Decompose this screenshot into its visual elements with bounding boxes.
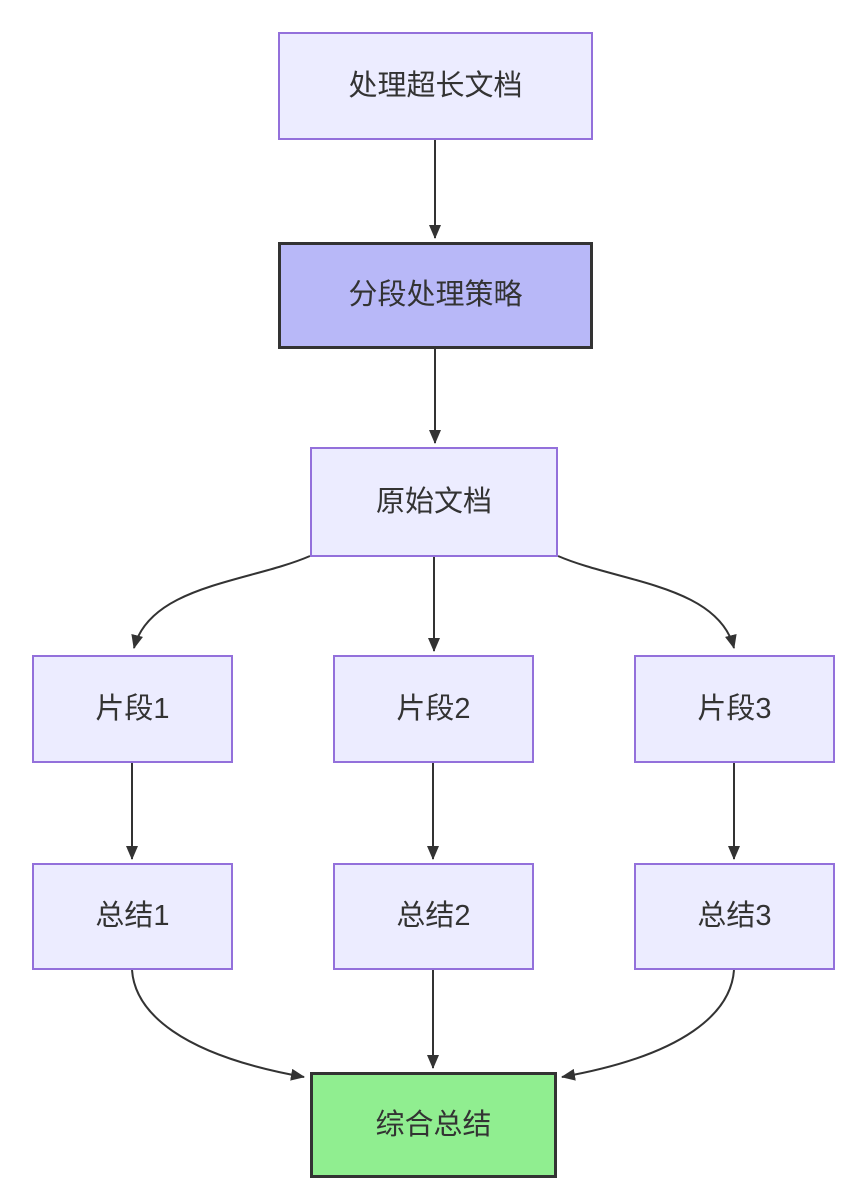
node-original-doc: 原始文档 <box>310 447 558 557</box>
node-fragment-1: 片段1 <box>32 655 233 763</box>
node-label: 综合总结 <box>375 1108 492 1141</box>
edge-original-to-fragment-1 <box>131 555 311 649</box>
node-label: 总结3 <box>697 900 772 933</box>
node-label: 片段1 <box>95 692 170 725</box>
node-summary-1: 总结1 <box>32 863 233 970</box>
edge-summary-1-to-final <box>131 969 305 1081</box>
node-label: 总结2 <box>396 900 471 933</box>
node-label: 分段处理策略 <box>348 279 523 312</box>
node-label: 处理超长文档 <box>348 69 523 102</box>
node-label: 原始文档 <box>375 485 492 518</box>
node-fragment-3: 片段3 <box>634 655 835 763</box>
node-process-long-doc: 处理超长文档 <box>278 32 593 140</box>
node-summary-3: 总结3 <box>634 863 835 970</box>
edge-original-to-fragment-3 <box>557 555 737 649</box>
node-fragment-2: 片段2 <box>333 655 534 763</box>
node-final-summary: 综合总结 <box>310 1072 557 1178</box>
node-segment-strategy: 分段处理策略 <box>278 242 593 349</box>
node-label: 片段3 <box>697 692 772 725</box>
node-summary-2: 总结2 <box>333 863 534 970</box>
edge-summary-3-to-final <box>561 969 735 1081</box>
node-label: 总结1 <box>95 900 170 933</box>
node-label: 片段2 <box>396 692 471 725</box>
